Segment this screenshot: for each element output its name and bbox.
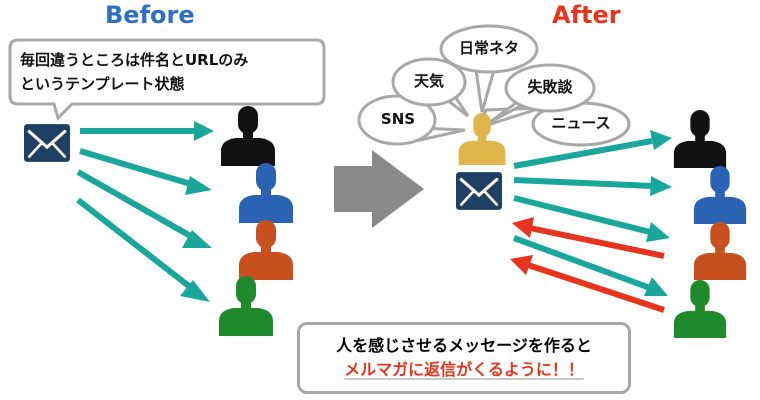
after-arrowhead-1: [650, 130, 672, 150]
after-person-orange-icon: [693, 222, 747, 280]
after-heading: After: [552, 1, 621, 29]
after-arrowhead-2: [650, 176, 672, 196]
before-callout-text: 毎回違うところは件名とURLのみ というテンプレート状態: [20, 48, 320, 96]
after-arrowhead-4: [644, 277, 668, 296]
reply-arrows: [510, 217, 665, 313]
topic-bubbles: [357, 24, 631, 147]
before-arrow-4: [76, 197, 196, 293]
message-line-2: メルマガに返信がくるように！！: [344, 360, 584, 379]
before-person-green-icon: [219, 276, 273, 336]
before-heading: Before: [105, 1, 195, 29]
topic-label-news: ニュース: [551, 114, 611, 132]
before-arrowhead-2: [185, 176, 212, 195]
before-callout-bubble: [8, 38, 326, 121]
topic-label-failure: 失敗談: [527, 78, 573, 96]
after-person-black-icon: [673, 110, 727, 168]
after-envelope-icon: [456, 172, 502, 210]
before-arrowhead-1: [194, 121, 214, 141]
transition-arrow-icon: [334, 150, 424, 228]
before-person-black-icon: [221, 106, 275, 166]
after-arrows: [512, 130, 672, 296]
after-arrow-3: [513, 195, 651, 235]
reply-arrowhead-1: [512, 217, 534, 238]
after-person-blue-icon: [693, 166, 747, 224]
after-arrow-4: [512, 235, 652, 291]
before-person-blue-icon: [239, 163, 293, 223]
reply-arrow-2: [527, 262, 665, 313]
topic-bubble-daily: [439, 24, 539, 74]
before-arrows: [76, 121, 214, 302]
before-arrow-2: [79, 148, 195, 188]
message-box: 人を感じさせるメッセージを作ると メルマガに返信がくるように！！: [297, 322, 631, 394]
before-arrowhead-3: [182, 230, 212, 248]
topic-bubble-failure: [504, 63, 596, 113]
topic-label-weather: 天気: [413, 72, 444, 90]
topic-label-sns: SNS: [380, 110, 416, 128]
before-person-orange-icon: [239, 220, 293, 280]
after-arrow-1: [513, 138, 653, 169]
after-person-green-icon: [673, 280, 727, 338]
after-arrowhead-3: [646, 222, 670, 242]
topic-bubble-daily-tail: [474, 68, 496, 113]
topic-label-daily: 日常ネタ: [458, 39, 519, 57]
after-arrow-2: [513, 177, 653, 189]
topic-bubble-sns: [357, 94, 437, 146]
before-envelope-icon: [24, 124, 70, 162]
before-arrowhead-4: [180, 280, 210, 302]
before-arrow-3: [76, 169, 196, 241]
topic-bubble-weather: [391, 57, 467, 107]
before-callout-line-2: というテンプレート状態: [20, 75, 185, 93]
reply-arrow-1: [529, 225, 665, 259]
before-callout-line-1: 毎回違うところは件名とURLのみ: [20, 51, 249, 69]
message-line-2-wrap: メルマガに返信がくるように！！: [300, 358, 628, 382]
message-line-1: 人を感じさせるメッセージを作ると: [336, 336, 592, 355]
reply-arrowhead-2: [510, 255, 533, 275]
